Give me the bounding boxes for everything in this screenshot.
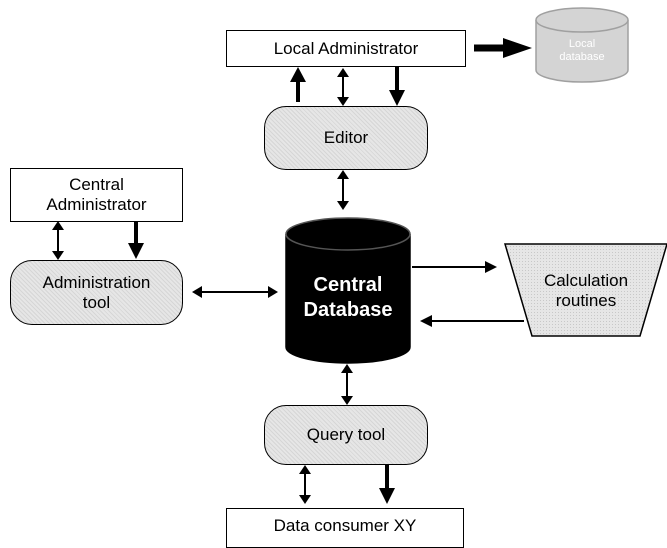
central-database-cylinder	[285, 217, 411, 364]
local-administrator-box: Local Administrator	[226, 30, 466, 67]
editor-label: Editor	[323, 128, 369, 147]
central-administrator-label: Central Administrator	[46, 175, 147, 214]
local-database-cylinder	[535, 7, 629, 83]
calculation-routines-label-box: Calculation routines	[532, 268, 640, 314]
query-tool-pill: Query tool	[264, 405, 428, 465]
local-database-label: Local database	[559, 38, 605, 63]
calculation-routines-label: Calculation routines	[543, 271, 629, 310]
administration-tool-label: Administration tool	[42, 272, 151, 312]
data-consumer-box: Data consumer XY	[226, 508, 464, 548]
administration-tool-pill: Administration tool	[10, 260, 183, 325]
central-database-label: Central Database	[303, 274, 393, 321]
calculation-routines-shape	[503, 243, 667, 337]
data-consumer-label: Data consumer XY	[273, 516, 417, 535]
local-administrator-label: Local Administrator	[273, 38, 419, 58]
query-tool-label: Query tool	[306, 425, 386, 444]
local-database-label-box: Local database	[536, 36, 628, 66]
central-administrator-box: Central Administrator	[10, 168, 183, 222]
editor-pill: Editor	[264, 106, 428, 170]
central-database-label-box: Central Database	[286, 270, 410, 326]
